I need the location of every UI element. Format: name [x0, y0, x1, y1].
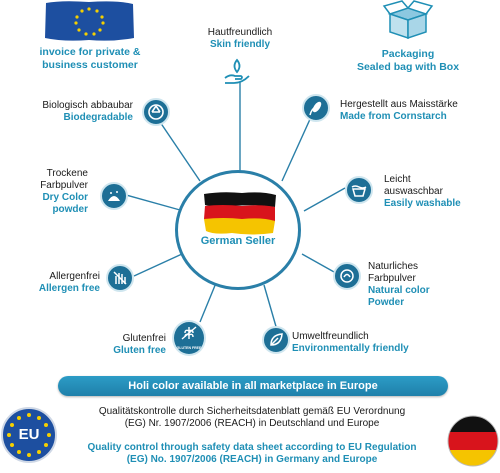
wash-text: Leicht auswaschbar Easily washable: [384, 174, 500, 210]
gluten-text: Glutenfrei Gluten free: [90, 333, 166, 357]
quality-de-line2: (EG) Nr. 1907/2006 (REACH) in Deutschlan…: [62, 418, 442, 430]
wash-de1: Leicht: [384, 174, 500, 186]
recycle-icon: [142, 98, 170, 126]
packaging-text: Packaging Sealed bag with Box: [338, 48, 478, 74]
eu-badge: EU: [0, 406, 58, 464]
natural-de2: Farbpulver: [368, 273, 498, 285]
powder-icon: [100, 182, 128, 210]
corn-text: Hergestellt aus Maisstärke Made from Cor…: [340, 99, 500, 123]
eu-badge-text: EU: [0, 426, 58, 443]
corn-de: Hergestellt aus Maisstärke: [340, 99, 500, 111]
invoice-line2: business customer: [20, 59, 160, 72]
invoice-text: invoice for private & business customer: [20, 46, 160, 72]
eco-icon: [262, 326, 290, 354]
gluten-en: Gluten free: [90, 345, 166, 357]
eco-en: Environmentally friendly: [292, 343, 462, 355]
bio-de: Biologisch abbaubar: [8, 100, 133, 112]
dry-de1: Trockene: [8, 168, 88, 180]
natural-en1: Natural color: [368, 285, 498, 297]
natural-de1: Naturliches: [368, 261, 498, 273]
skin-text: Hautfreundlich Skin friendly: [170, 27, 310, 51]
allergen-text: Allergenfrei Allergen free: [6, 271, 100, 295]
quality-de: Qualitätskontrolle durch Sicherheitsdate…: [62, 406, 442, 430]
natural-en2: Powder: [368, 297, 498, 309]
gluten-de: Glutenfrei: [90, 333, 166, 345]
wash-de2: auswaschbar: [384, 186, 500, 198]
allergen-en: Allergen free: [6, 283, 100, 295]
quality-en: Quality control through safety data shee…: [56, 442, 448, 466]
corn-icon: [302, 94, 330, 122]
bio-text: Biologisch abbaubar Biodegradable: [8, 100, 133, 124]
dry-en1: Dry Color: [8, 192, 88, 204]
skin-de: Hautfreundlich: [170, 27, 310, 39]
skin-en: Skin friendly: [170, 39, 310, 51]
allergen-hand-icon: [106, 264, 134, 292]
bio-en: Biodegradable: [8, 112, 133, 124]
wash-icon: [345, 176, 373, 204]
dry-de2: Farbpulver: [8, 180, 88, 192]
german-seller-label: German Seller: [178, 235, 298, 247]
skin-hand-icon: [222, 56, 256, 86]
invoice-line1: invoice for private &: [20, 46, 160, 59]
quality-en-line2: (EG) No. 1907/2006 (REACH) in Germany an…: [56, 454, 448, 466]
eu-flag-brushed: [42, 0, 136, 42]
box-icon: [382, 0, 434, 42]
gluten-free-icon: GLUTEN FREE: [172, 320, 206, 356]
quality-en-line1: Quality control through safety data shee…: [56, 442, 448, 454]
packaging-line1: Packaging: [338, 48, 478, 61]
quality-de-line1: Qualitätskontrolle durch Sicherheitsdate…: [62, 406, 442, 418]
packaging-line2: Sealed bag with Box: [338, 61, 478, 74]
natural-text: Naturliches Farbpulver Natural color Pow…: [368, 261, 498, 309]
eco-text: Umweltfreundlich Environmentally friendl…: [292, 331, 462, 355]
wash-en: Easily washable: [384, 198, 500, 210]
center-circle: German Seller: [175, 170, 301, 290]
eco-de: Umweltfreundlich: [292, 331, 462, 343]
corn-en: Made from Cornstarch: [340, 111, 500, 123]
gluten-badge-text: GLUTEN FREE: [174, 346, 204, 350]
natural-icon: [333, 262, 361, 290]
dry-text: Trockene Farbpulver Dry Color powder: [8, 168, 88, 216]
allergen-de: Allergenfrei: [6, 271, 100, 283]
marketplace-banner: Holi color available in all marketplace …: [58, 376, 448, 396]
germany-flag-brushed: [202, 191, 278, 237]
germany-round-flag: [446, 414, 500, 468]
dry-en2: powder: [8, 204, 88, 216]
